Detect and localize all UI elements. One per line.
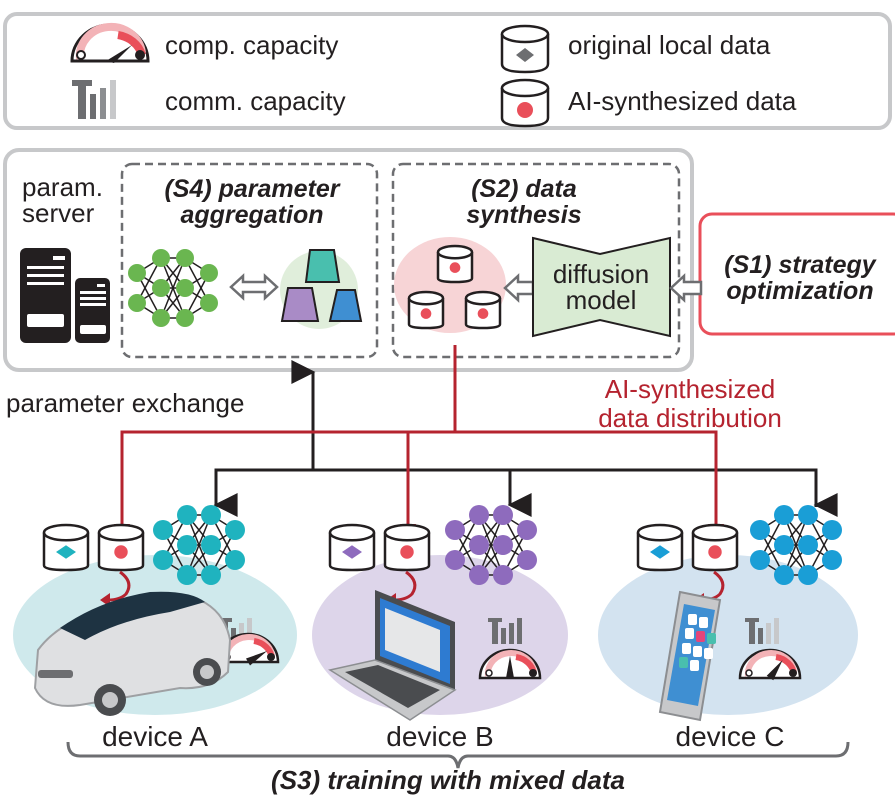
- server-label-line1: param.: [22, 172, 103, 202]
- server-panel: param. server (S4) parameter aggregation: [3, 148, 694, 372]
- grouping-brace: [66, 741, 850, 769]
- signal-bars-icon: [488, 618, 522, 644]
- database-dot-icon: [464, 290, 502, 330]
- database-dot-icon: [97, 523, 145, 572]
- diffusion-model-shape: [532, 236, 671, 338]
- device-a: [13, 505, 297, 716]
- server-icon: [20, 248, 110, 343]
- database-dot-icon: [383, 523, 431, 572]
- parameter-exchange-lines: [213, 360, 838, 517]
- s1-box: (S1) strategy optimization: [698, 212, 895, 336]
- speedometer-icon: [738, 648, 802, 681]
- distribution-label-line2: data distribution: [598, 403, 782, 433]
- neural-network-icon: [128, 249, 218, 327]
- device-background: [598, 555, 858, 715]
- arrow-left-icon: [669, 273, 703, 303]
- laptop-icon: [328, 590, 457, 721]
- legend-label-original: original local data: [568, 30, 771, 60]
- database-dot-icon: [500, 78, 550, 128]
- device-label-a: device A: [102, 721, 208, 752]
- global-neural-network-icon: [128, 249, 218, 327]
- legend-label-synth: AI-synthesized data: [568, 86, 797, 116]
- s2-title-line2: synthesis: [466, 201, 581, 229]
- s4-title-line1: (S4) parameter: [164, 175, 340, 203]
- bidirectional-arrow-icon: [229, 273, 279, 301]
- s4-title-line2: aggregation: [180, 201, 323, 229]
- s3-title: (S3) training with mixed data: [271, 765, 625, 795]
- neural-network-icon: [445, 505, 537, 585]
- device-c: [598, 505, 858, 722]
- synthesized-data-icon: [407, 244, 502, 330]
- database-diamond-icon: [328, 523, 376, 572]
- device-label-c: device C: [676, 721, 785, 752]
- device-label-b: device B: [386, 721, 493, 752]
- s2-title-line1: (S2) data: [471, 175, 577, 203]
- database-dot-icon: [436, 244, 474, 284]
- database-diamond-icon: [500, 24, 550, 74]
- legend: comp. capacity comm. capacity original l…: [3, 12, 892, 130]
- neural-network-icon: [750, 505, 842, 585]
- database-dot-icon: [691, 523, 739, 572]
- s1-title-line2: optimization: [726, 277, 873, 305]
- data-distribution-lines: [120, 345, 718, 536]
- database-diamond-icon: [42, 523, 90, 572]
- speedometer-icon: [70, 22, 150, 63]
- s1-title-line1: (S1) strategy: [724, 251, 877, 279]
- neural-network-icon: [153, 505, 245, 585]
- device-b: [312, 505, 568, 721]
- s2-box: [391, 162, 681, 359]
- legend-label-comm: comm. capacity: [165, 86, 346, 116]
- signal-bars-icon: [745, 618, 779, 644]
- signal-bars-icon: [72, 80, 116, 119]
- distribution-label-line1: AI-synthesized: [605, 374, 776, 404]
- server-label-line2: server: [22, 198, 95, 228]
- car-icon: [33, 591, 232, 716]
- legend-label-comp: comp. capacity: [165, 30, 338, 60]
- devices: [13, 505, 858, 722]
- diffusion-label-line2: model: [566, 285, 637, 315]
- diffusion-label-line1: diffusion: [553, 259, 649, 289]
- phone-icon: [658, 590, 722, 722]
- model-blocks-icon: [280, 249, 363, 322]
- database-diamond-icon: [636, 523, 684, 572]
- database-dot-icon: [407, 290, 445, 330]
- s4-box: [120, 162, 379, 359]
- speedometer-icon: [478, 648, 542, 680]
- parameter-exchange-label: parameter exchange: [6, 388, 244, 418]
